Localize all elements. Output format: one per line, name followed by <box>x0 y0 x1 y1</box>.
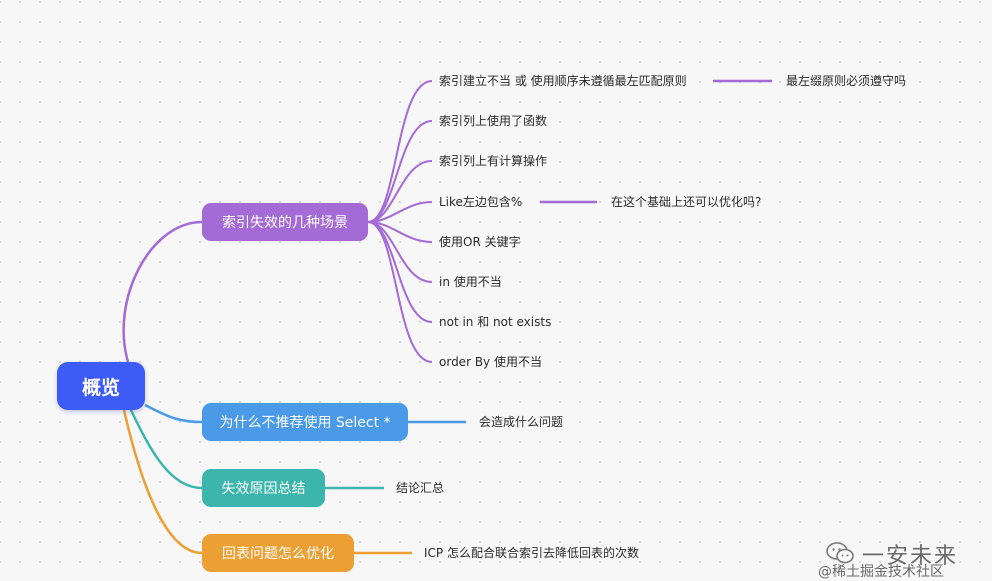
leaf-note-further-optimize[interactable]: 在这个基础上还可以优化吗? <box>611 195 762 209</box>
link-root-orange <box>122 409 203 555</box>
wechat-icon <box>826 542 854 564</box>
link-root-purple <box>122 220 203 363</box>
link-root-teal <box>128 407 203 490</box>
leaf-conclusion-summary[interactable]: 结论汇总 <box>396 481 445 495</box>
leaf-note-leftmost-prefix[interactable]: 最左缀原则必须遵守吗 <box>786 74 907 88</box>
watermark-subtitle: @稀土掘金技术社区 <box>818 564 944 580</box>
leaf-icp-composite-index[interactable]: ICP 怎么配合联合索引去降低回表的次数 <box>424 546 639 560</box>
leaf-index-order[interactable]: 索引建立不当 或 使用顺序未遵循最左匹配原则 <box>439 74 687 88</box>
branch-failure-summary[interactable]: 失效原因总结 <box>202 469 325 507</box>
leaf-or-keyword[interactable]: 使用OR 关键字 <box>439 235 521 249</box>
branch-select-star[interactable]: 为什么不推荐使用 Select * <box>202 403 408 441</box>
root-node[interactable]: 概览 <box>57 362 145 410</box>
link-purple-child-3 <box>367 160 433 223</box>
link-purple-child-4 <box>367 201 433 223</box>
leaf-in-misuse[interactable]: in 使用不当 <box>439 275 502 289</box>
leaf-calculation-on-column[interactable]: 索引列上有计算操作 <box>439 154 548 168</box>
leaf-order-by-misuse[interactable]: order By 使用不当 <box>439 355 542 369</box>
leaf-what-problems[interactable]: 会造成什么问题 <box>479 415 564 429</box>
link-root-blue <box>144 403 203 424</box>
link-purple-child-2 <box>367 120 433 223</box>
leaf-not-in-not-exists[interactable]: not in 和 not exists <box>439 315 552 329</box>
branch-table-lookup-optimization[interactable]: 回表问题怎么优化 <box>202 534 354 572</box>
branch-index-failure-scenarios[interactable]: 索引失效的几种场景 <box>202 203 368 241</box>
leaf-like-percent[interactable]: Like左边包含% <box>439 195 523 209</box>
link-purple-child-6 <box>367 221 433 283</box>
watermark-title: 一安未来 <box>862 544 959 569</box>
link-purple-child-1 <box>367 80 433 223</box>
leaf-function-on-column[interactable]: 索引列上使用了函数 <box>439 114 548 128</box>
purple-children-links <box>367 79 772 363</box>
link-purple-child-8 <box>367 221 433 363</box>
